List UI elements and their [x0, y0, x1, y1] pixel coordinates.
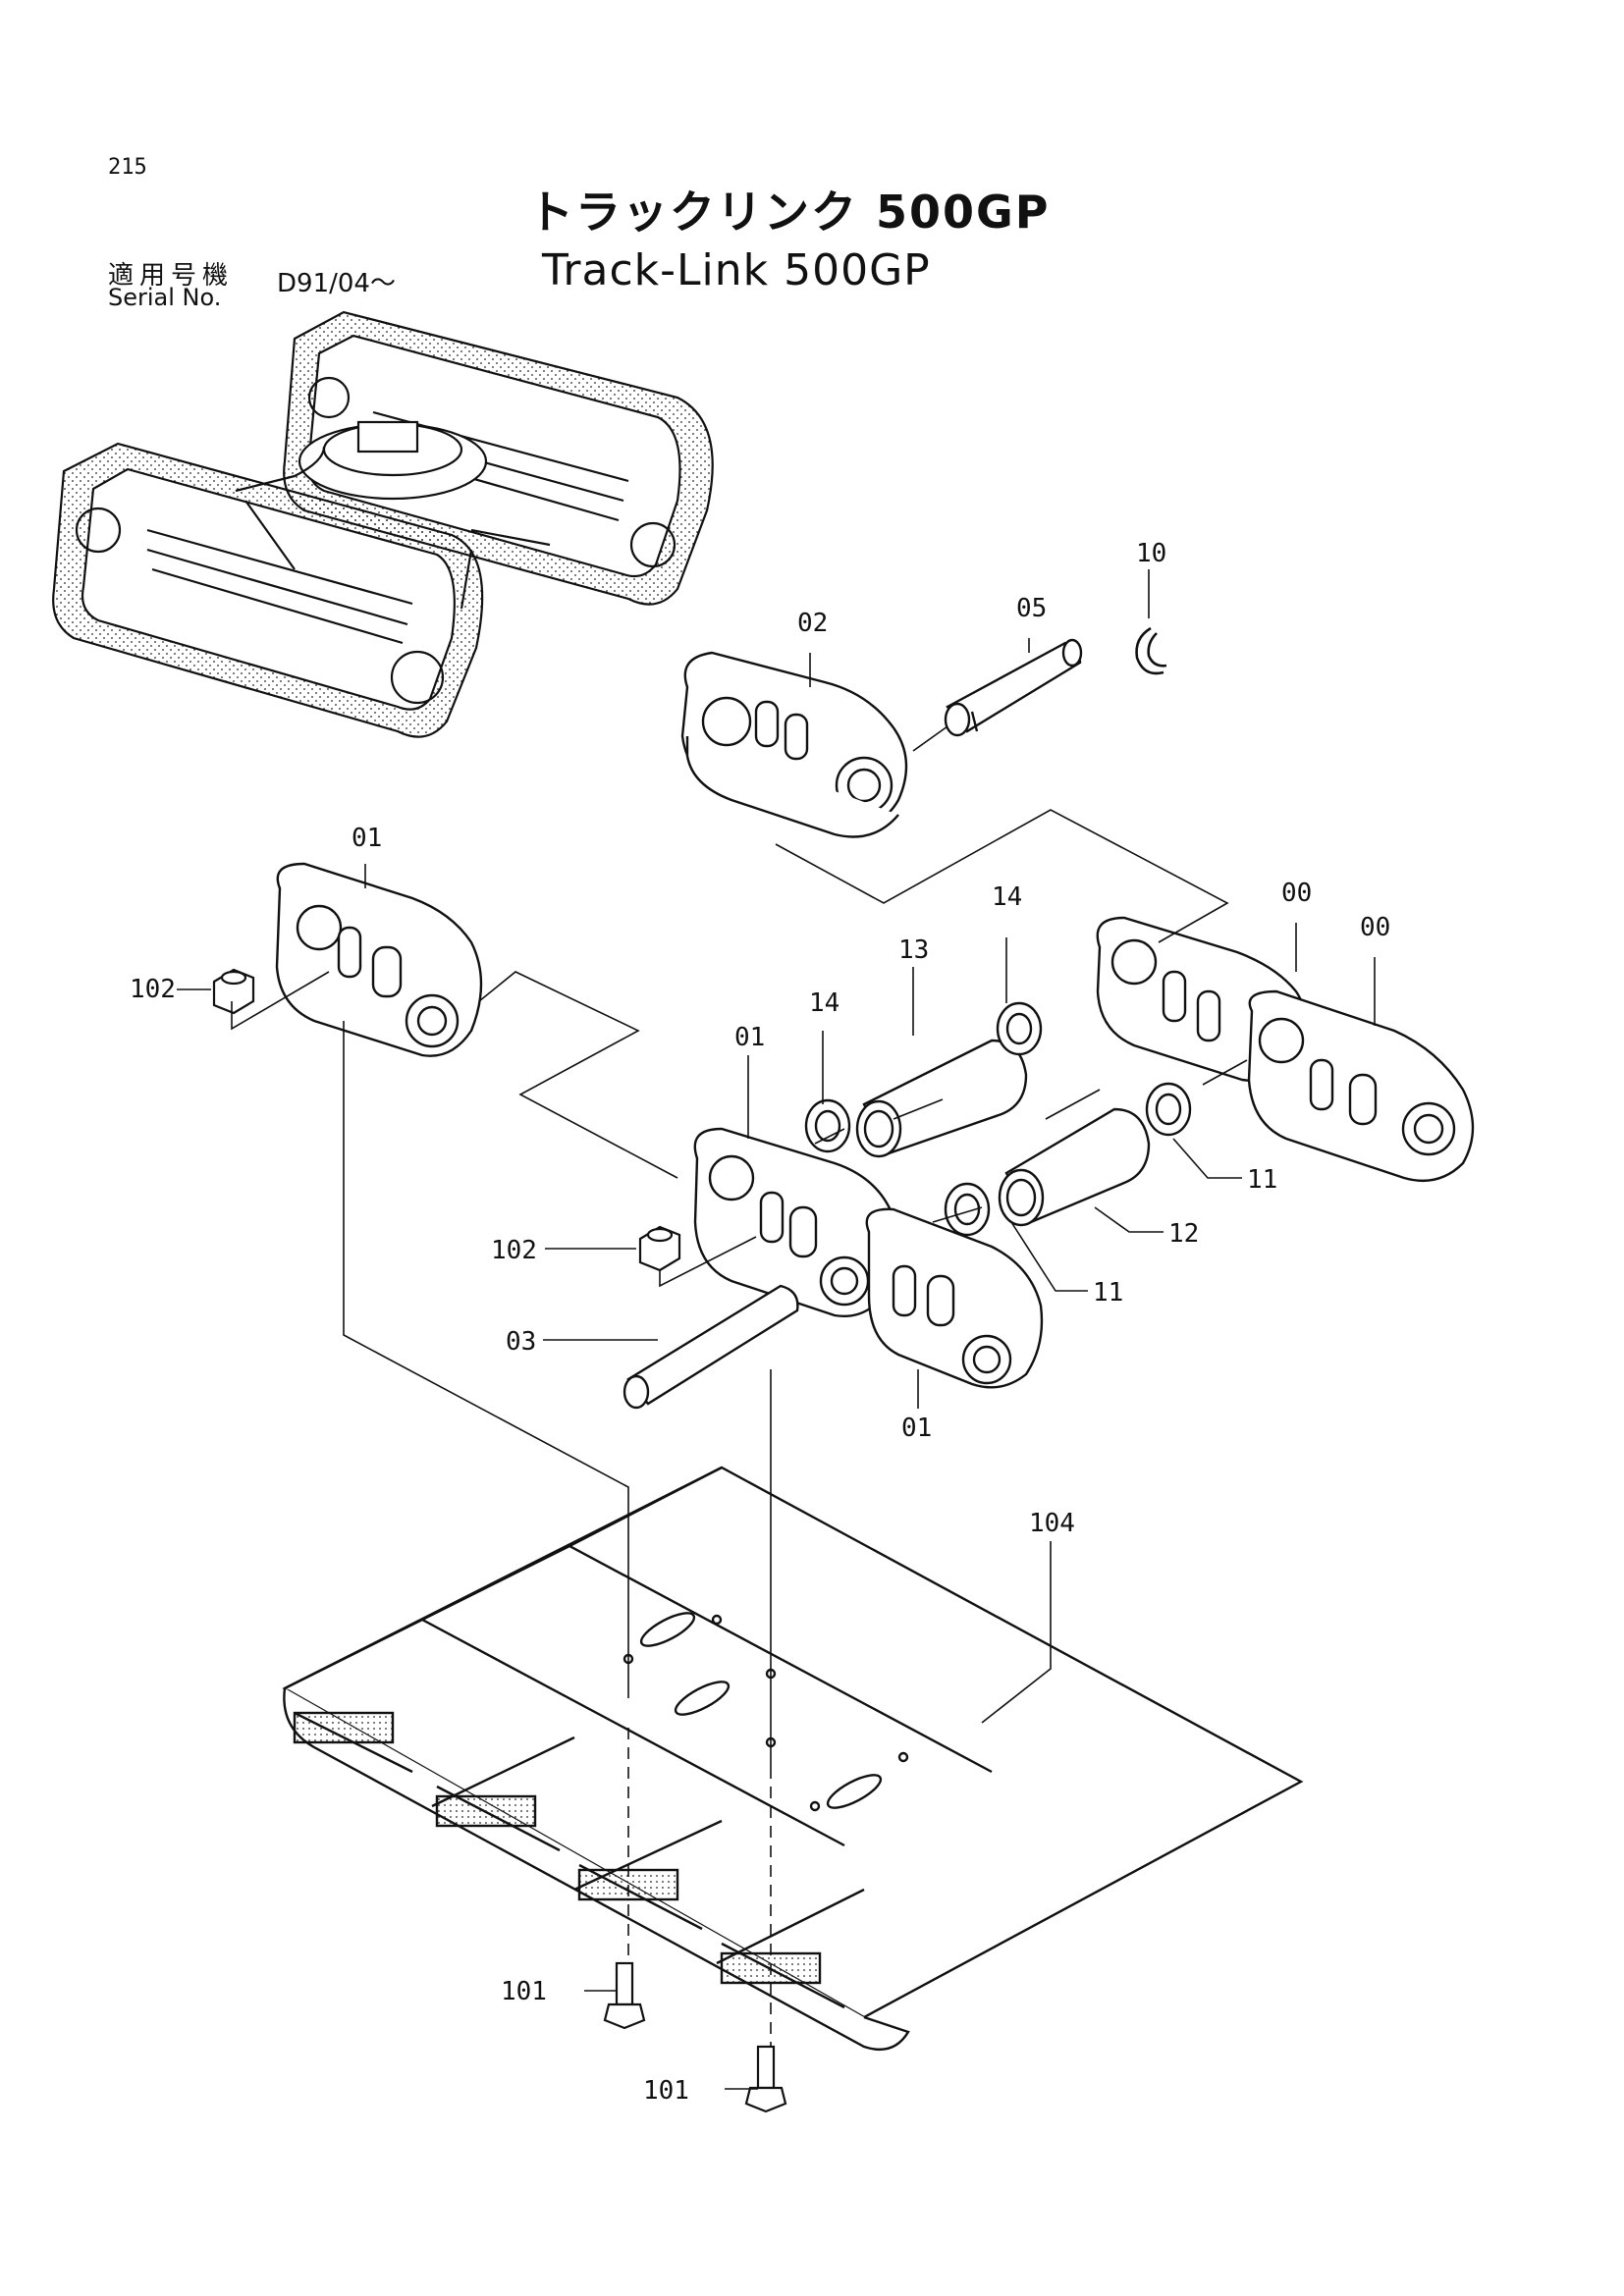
- callout-104: 104: [1029, 1509, 1075, 1538]
- part-12-bushing: [998, 1107, 1151, 1227]
- callout-02: 02: [797, 609, 828, 638]
- page-title-english: Track-Link 500GP: [542, 245, 931, 295]
- callout-11-left: 11: [1093, 1278, 1123, 1308]
- callout-12: 12: [1168, 1219, 1199, 1249]
- part-102-nut-lower: [638, 1225, 681, 1272]
- callout-13: 13: [898, 935, 929, 965]
- part-101-bolt-right: [744, 2045, 787, 2113]
- serial-value: D91/04～: [277, 269, 396, 298]
- callout-01-upper: 01: [352, 824, 382, 853]
- part-13-bushing: [855, 1039, 1028, 1158]
- callout-10: 10: [1136, 539, 1166, 568]
- callout-101-right: 101: [643, 2076, 689, 2106]
- callout-11-right: 11: [1247, 1165, 1277, 1195]
- callout-01-center: 01: [734, 1023, 765, 1052]
- part-11-seal-left: [944, 1182, 991, 1237]
- part-14-seal-upper: [996, 1001, 1043, 1056]
- part-02-track-link: [680, 651, 908, 838]
- part-14-seal-lower: [804, 1098, 851, 1153]
- part-102-nut-upper: [212, 968, 255, 1015]
- part-05-pin: [944, 638, 1083, 737]
- callout-01-lower: 01: [901, 1414, 932, 1443]
- callout-14-lower: 14: [809, 988, 839, 1018]
- part-01-track-link-upper: [275, 862, 483, 1057]
- callout-03: 03: [506, 1327, 536, 1357]
- callout-102-upper: 102: [130, 975, 176, 1004]
- part-01-track-links-center: [693, 1127, 1044, 1389]
- part-11-seal-right: [1145, 1082, 1192, 1137]
- part-00-track-links-right: [1096, 916, 1475, 1182]
- part-03-pin: [623, 1284, 799, 1410]
- callout-102-lower: 102: [491, 1236, 537, 1265]
- leader-lines: [177, 569, 1376, 2090]
- assembly-lines: [231, 725, 1248, 2047]
- part-104-track-shoe: [282, 1466, 1304, 2052]
- serial-label-japanese: 適用号機: [108, 261, 235, 291]
- part-10-snap-ring: [1135, 626, 1167, 675]
- callout-00-right: 00: [1360, 913, 1390, 942]
- callout-05: 05: [1016, 594, 1047, 623]
- undercarriage-overview: [52, 310, 714, 738]
- part-101-bolt-left: [603, 1961, 646, 2030]
- page-number: 215: [108, 155, 147, 180]
- callout-101-left: 101: [501, 1977, 547, 2006]
- serial-label-english: Serial No.: [108, 284, 222, 311]
- callout-00-left: 00: [1281, 879, 1312, 908]
- page-title-japanese: トラックリンク 500GP: [528, 186, 1051, 239]
- callout-14-upper: 14: [992, 882, 1022, 912]
